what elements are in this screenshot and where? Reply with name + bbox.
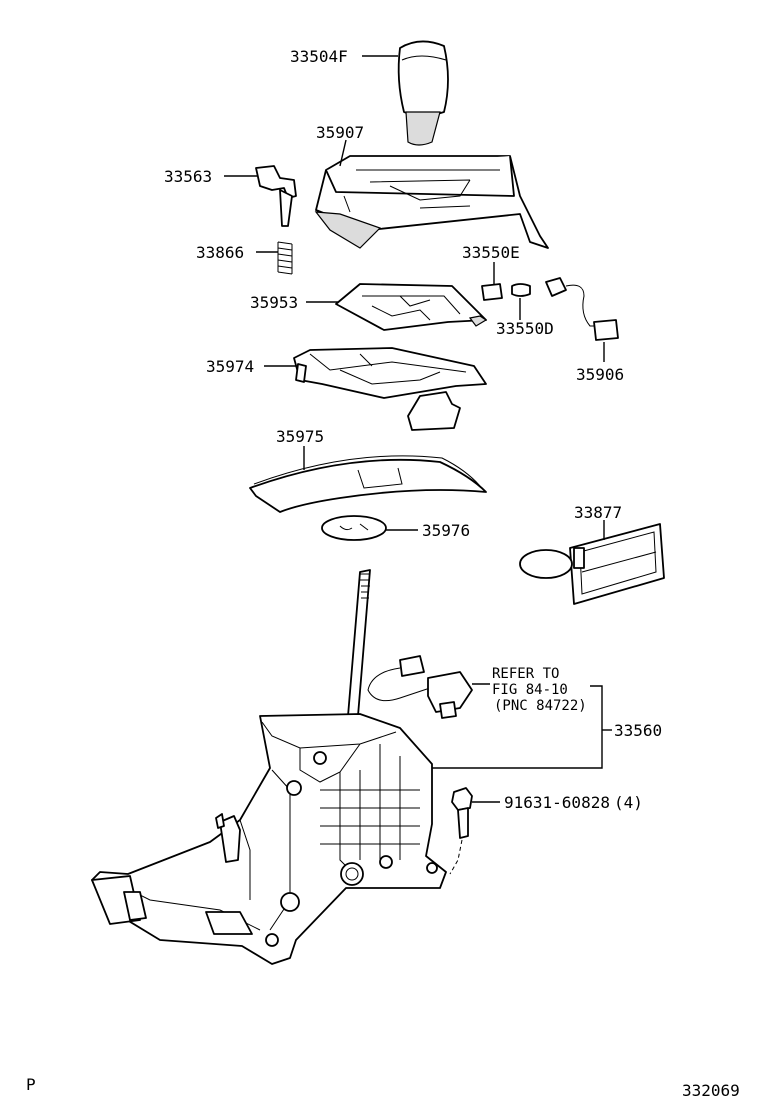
socket-harness-35906 xyxy=(545,277,619,341)
bulb-33550e xyxy=(481,283,503,301)
bolt-91631-60828 xyxy=(449,787,473,875)
assembly-bracket-33560 xyxy=(430,685,612,769)
label-35974: 35974 xyxy=(206,357,254,376)
figure-number: 332069 xyxy=(682,1081,740,1100)
refer-line-1: REFER TO xyxy=(492,666,559,682)
position-switch xyxy=(367,655,473,719)
leader-35907 xyxy=(339,139,347,167)
refer-line-3: (PNC 84722) xyxy=(494,698,587,714)
label-35975: 35975 xyxy=(276,427,324,446)
label-35906: 35906 xyxy=(576,365,624,384)
label-33866: 33866 xyxy=(196,243,244,262)
lock-pin-33563 xyxy=(255,165,297,227)
indicator-housing-35907 xyxy=(314,155,549,249)
label-33550d: 33550D xyxy=(496,319,554,338)
dust-cover-35975 xyxy=(249,455,487,513)
label-35976: 35976 xyxy=(422,521,470,540)
label-33560: 33560 xyxy=(614,721,662,740)
label-33877: 33877 xyxy=(574,503,622,522)
label-33563: 33563 xyxy=(164,167,212,186)
cover-cap-35976 xyxy=(321,515,387,541)
spring-33866 xyxy=(277,241,293,275)
shifter-base-assembly xyxy=(91,713,447,965)
label-33504f: 33504F xyxy=(290,47,348,66)
position-plate-35974 xyxy=(293,347,487,431)
indicator-plate-33877 xyxy=(519,523,665,605)
footer-code: P xyxy=(26,1075,36,1094)
shift-knob-33504f xyxy=(397,40,449,146)
bulb-33550d xyxy=(511,283,531,297)
label-35907: 35907 xyxy=(316,123,364,142)
label-91631: 91631-60828 xyxy=(504,793,610,812)
label-91631-qty: (4) xyxy=(614,793,643,812)
label-33550e: 33550E xyxy=(462,243,520,262)
refer-line-2: FIG 84-10 xyxy=(492,682,568,698)
label-35953: 35953 xyxy=(250,293,298,312)
slide-plate-35953 xyxy=(335,283,488,331)
